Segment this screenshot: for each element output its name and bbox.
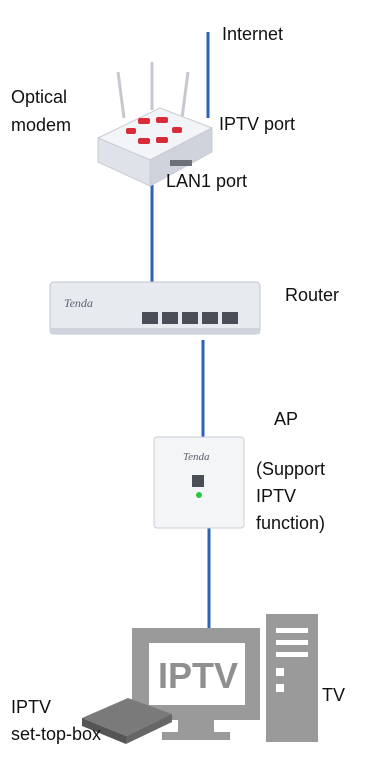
- label-stb-1: IPTV: [11, 697, 52, 717]
- set-top-box-icon: [82, 698, 172, 744]
- ap-icon: [153, 436, 245, 529]
- pc-tower-icon: [266, 614, 318, 742]
- router-icon: [49, 281, 261, 335]
- label-optical-modem-1: Optical: [11, 87, 68, 107]
- label-internet: Internet: [222, 24, 284, 44]
- label-ap-note-1: (Support: [256, 459, 326, 479]
- optical-modem-icon: [96, 62, 214, 187]
- ap-logo: Tenda: [183, 451, 210, 463]
- tv-screen-text: IPTV: [158, 655, 239, 696]
- router-logo: Tenda: [64, 296, 93, 310]
- label-router: Router: [285, 285, 340, 305]
- label-optical-modem-2: modem: [11, 115, 72, 135]
- label-ap-note-2: IPTV: [256, 486, 297, 506]
- label-stb-2: set-top-box: [11, 724, 102, 744]
- label-ap: AP: [274, 409, 299, 429]
- label-tv: TV: [322, 685, 346, 705]
- label-lan1-port: LAN1 port: [166, 171, 248, 191]
- label-iptv-port: IPTV port: [219, 114, 296, 134]
- tv-icon: [132, 628, 260, 740]
- label-ap-note-3: function): [256, 513, 326, 533]
